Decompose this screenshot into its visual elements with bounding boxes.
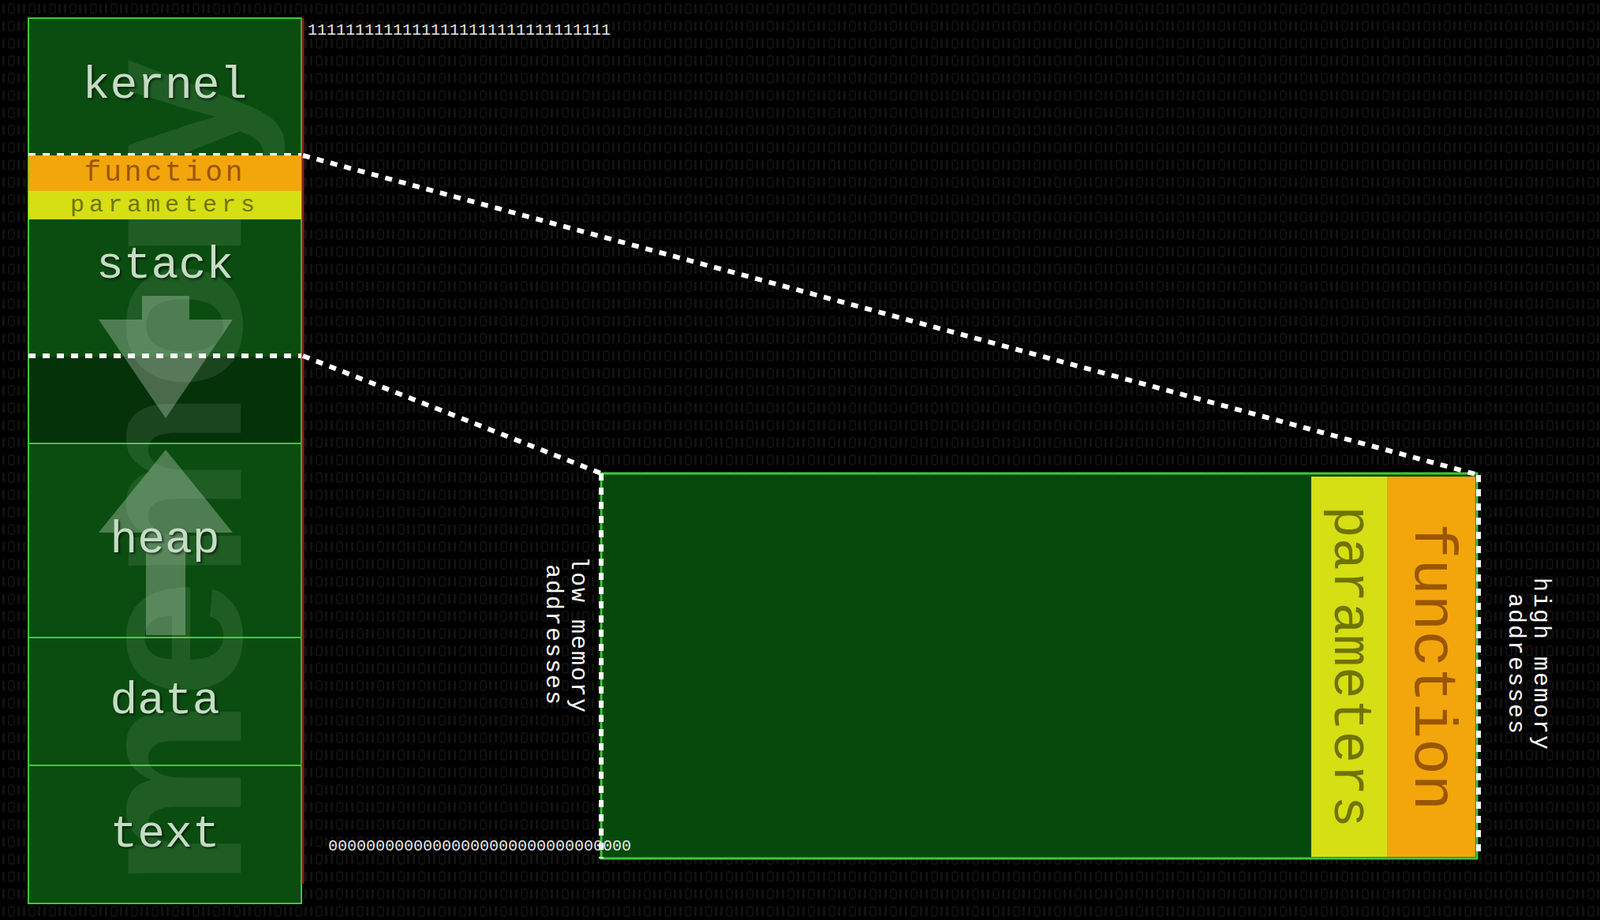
parameters-band: parameters [28, 190, 302, 220]
stack-zoom-panel [601, 473, 1477, 859]
data-region: data [28, 637, 302, 766]
region-label: parameters [1322, 505, 1376, 828]
axis-label: high memory addresses [1502, 560, 1553, 768]
region-label: data [109, 678, 220, 725]
region-label: function [1401, 523, 1462, 812]
parameters-band: parameters [1311, 476, 1387, 857]
region-label: stack [96, 242, 234, 289]
text-region: text [28, 765, 302, 904]
region-label: text [109, 811, 220, 858]
stack-region: stack [28, 219, 302, 356]
address-axis [302, 18, 305, 884]
region-label: function [84, 159, 247, 188]
region-label: kernel [82, 63, 248, 109]
region-label: parameters [70, 193, 260, 217]
kernel-region: kernel [28, 18, 302, 154]
low-bits: 00000000000000000000000000000000 [328, 837, 632, 855]
function-band: function [28, 155, 302, 191]
heap-region: heap [28, 443, 302, 638]
function-band: function [1386, 476, 1476, 857]
region-label: heap [109, 517, 220, 564]
memory-column [28, 18, 302, 904]
high-bits: 11111111111111111111111111111111 [307, 22, 611, 39]
axis-label: low memory addresses [540, 536, 591, 734]
